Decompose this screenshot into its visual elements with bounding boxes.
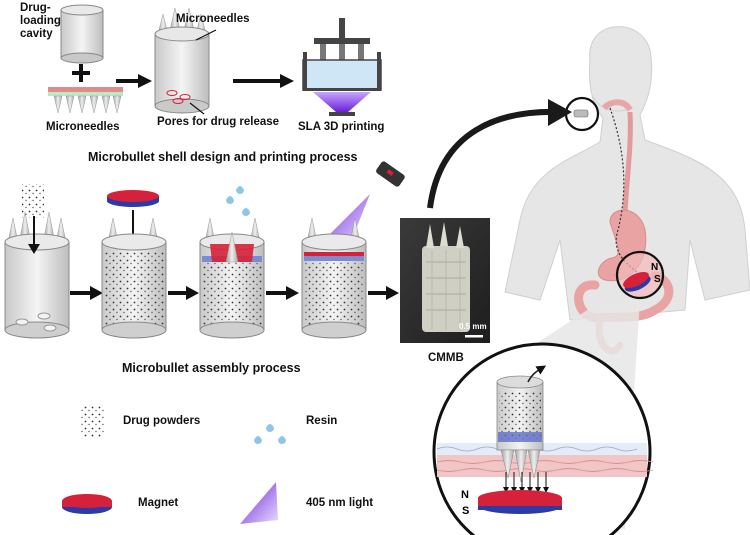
label-pores: Pores for drug release	[157, 116, 280, 128]
pores-pointer	[189, 102, 205, 115]
label-sla-3d-printing: SLA 3D printing	[298, 121, 385, 133]
assembly-arrow-4-head	[386, 286, 399, 300]
cmmb-photo	[400, 218, 490, 343]
assembly-step-1	[4, 184, 70, 339]
magnetic-field-arrows	[503, 472, 549, 493]
scale-bar-line	[465, 335, 483, 338]
legend-light-label: 405 nm light	[306, 497, 374, 509]
title-assembly: Microbullet assembly process	[122, 361, 301, 375]
label-scale-bar: 0.5 mm	[459, 322, 487, 331]
label-microneedles-shell: Microneedles	[176, 13, 250, 25]
legend-resin-swatch	[254, 424, 286, 444]
legend-drug-label: Drug powders	[123, 415, 201, 427]
title-shell-design: Microbullet shell design and printing pr…	[88, 150, 358, 164]
assembly-arrow-3-head	[286, 286, 299, 300]
drug-release-arrow	[527, 365, 547, 383]
label-cmmb: CMMB	[428, 352, 464, 364]
plus-sign	[72, 64, 90, 82]
body-pole-s: S	[654, 274, 661, 285]
zoom-microbullet	[496, 375, 544, 483]
ingestion-arrowhead	[548, 99, 572, 126]
label-microneedles-patch: Microneedles	[46, 121, 120, 133]
legend-light-swatch	[240, 482, 278, 524]
zoom-pole-n: N	[461, 489, 469, 501]
assembly-arrow-2-head	[186, 286, 199, 300]
assembly-step-2	[101, 190, 167, 339]
external-magnet	[478, 490, 562, 514]
assembly-arrow-1-head	[90, 286, 103, 300]
ingestion-curved-arrow	[427, 108, 561, 209]
arrow-2-head	[280, 74, 294, 88]
legend-magnet-swatch	[62, 494, 112, 514]
drug-loading-cavity-illustration	[60, 4, 104, 64]
zoom-tissue	[436, 443, 654, 477]
assembly-step-3	[199, 186, 265, 339]
microbullet-in-mouth	[573, 109, 589, 118]
legend-magnet-label: Magnet	[138, 497, 179, 509]
legend-drug-swatch	[80, 405, 104, 437]
microneedles-pointer	[195, 29, 217, 41]
legend-resin-label: Resin	[306, 415, 338, 427]
assembly-step-4	[301, 161, 405, 339]
zoom-pole-s: S	[462, 505, 469, 517]
label-drug-loading-cavity: Drug- loading cavity	[20, 2, 61, 40]
body-pole-n: N	[651, 262, 658, 273]
microbullet-shell-illustration	[154, 7, 210, 114]
arrow-1-head	[138, 74, 152, 88]
body-magnet	[623, 271, 651, 292]
microneedle-patch-illustration	[48, 87, 123, 114]
sla-printer-illustration	[302, 18, 382, 116]
